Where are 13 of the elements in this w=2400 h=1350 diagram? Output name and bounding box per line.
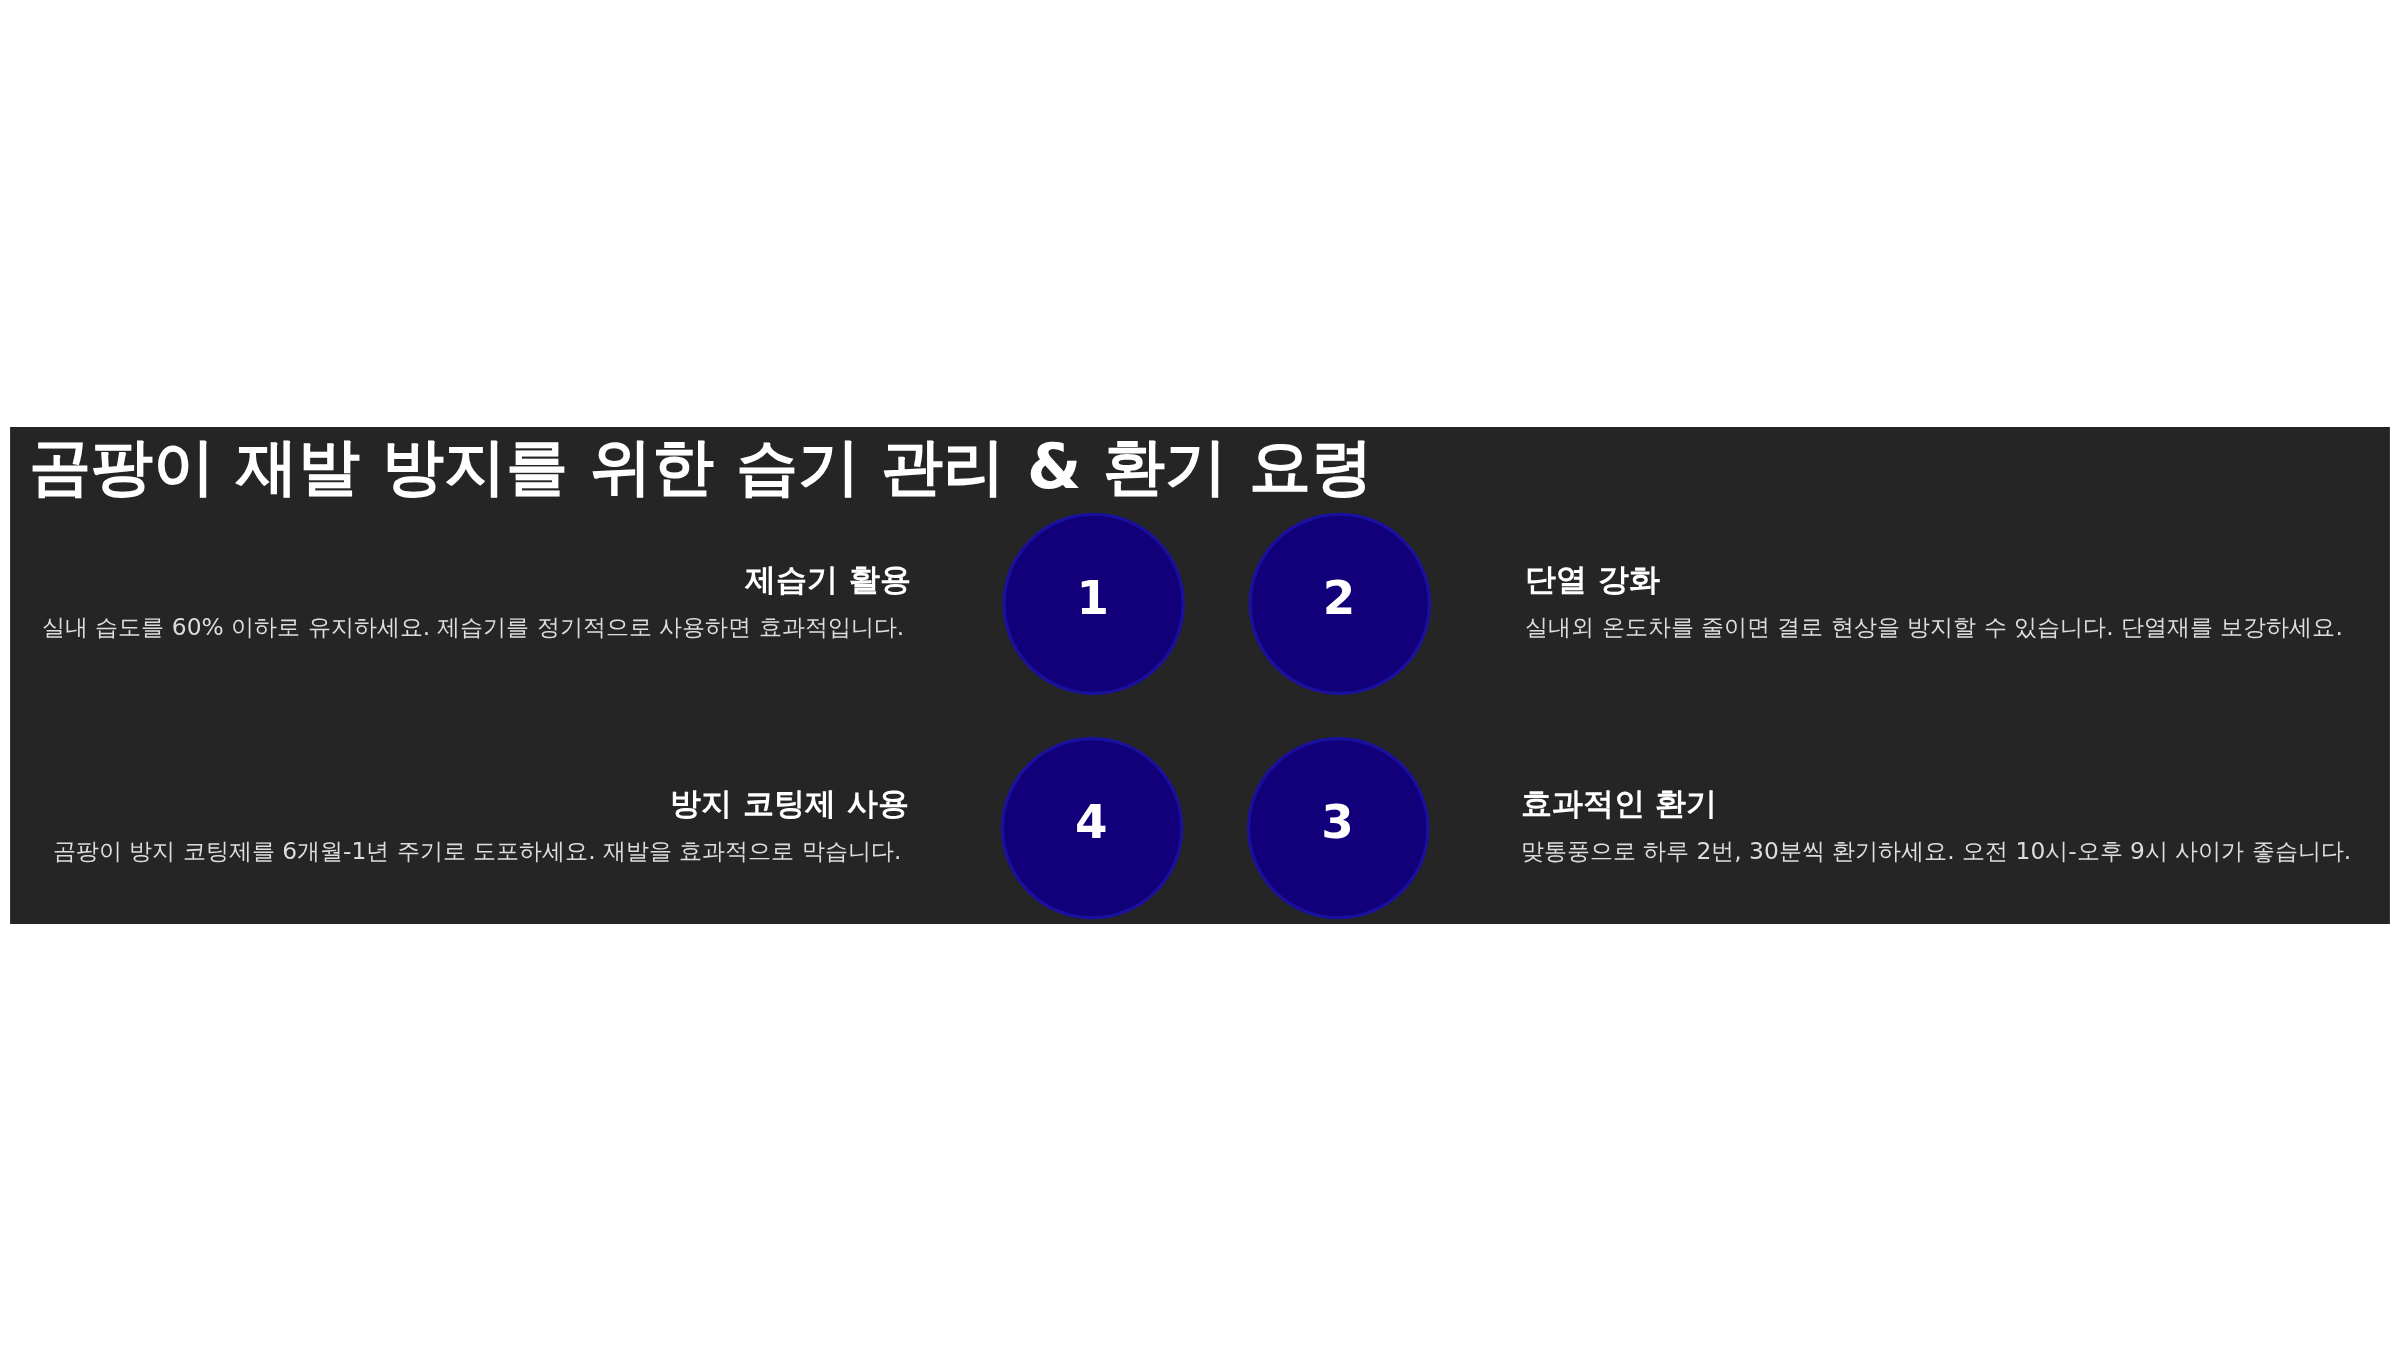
node-label: 단열 강화: [1525, 560, 1661, 597]
node-label: 실내외 온도차를 줄이면 결로 현상을 방지할 수 있습니다. 단열재를 보강하세요.: [1525, 612, 2343, 641]
node-circle: 3: [1247, 736, 1430, 919]
node-label: 제습기 활용: [744, 560, 911, 597]
node-circle: 4: [1000, 736, 1184, 919]
node-circle: 1: [1002, 512, 1185, 695]
node-label: 곰팡이 방지 코팅제를 6개월-1년 주기로 도포하세요. 재발을 효과적으로 막습니다.: [52, 836, 902, 865]
node-circle: 2: [1248, 512, 1431, 695]
node-label: 실내 습도를 60% 이하로 유지하세요. 제습기를 정기적으로 사용하면 효과적입니다.: [42, 612, 905, 641]
node-label: 방지 코팅제 사용: [669, 784, 909, 821]
node-label: 맞통풍으로 하루 2번, 30분씩 환기하세요. 오전 10시-오후 9시 사이가 좋습니다.: [1520, 836, 2352, 865]
diagram-title: 곰팡이 재발 방지를 위한 습기 관리 & 환기 요령: [28, 429, 1373, 503]
node-label: 효과적인 환기: [1520, 784, 1718, 821]
